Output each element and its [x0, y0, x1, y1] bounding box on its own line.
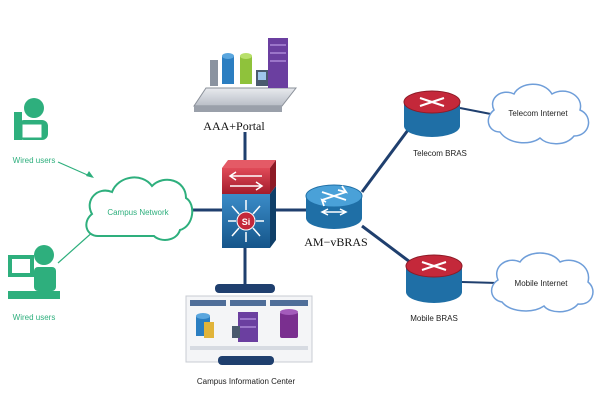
links	[57, 107, 499, 285]
database-icon	[280, 309, 298, 338]
server-rack-icon	[232, 312, 258, 342]
link-vbras-telecom	[360, 129, 410, 193]
cloud-icon	[85, 176, 194, 241]
database-icon	[196, 313, 214, 338]
link-mobile-internet	[461, 281, 499, 284]
user-at-computer-icon	[14, 98, 48, 140]
wired-users-top-label: Wired users	[13, 156, 56, 165]
database-icon	[240, 53, 252, 84]
link-user-top-campus	[57, 161, 93, 178]
am-vbras-label: AM−vBRAS	[304, 235, 367, 249]
telecom-bras-router: Telecom BRAS	[403, 90, 467, 158]
svg-text:Si: Si	[242, 217, 251, 227]
campus-network-cloud: Campus Network	[85, 176, 194, 241]
arrowhead-top	[86, 171, 94, 178]
wired-users-bottom-label: Wired users	[13, 313, 56, 322]
telecom-bras-label: Telecom BRAS	[413, 149, 467, 158]
database-icon	[222, 53, 234, 84]
aaa-portal-label: AAA+Portal	[203, 119, 265, 133]
campus-info-center: Campus Information Center	[185, 284, 313, 386]
mobile-internet-cloud: Mobile Internet	[490, 252, 594, 313]
mobile-bras-router: Mobile BRAS	[405, 254, 463, 323]
cloud-icon	[487, 83, 590, 145]
am-vbras-router: AM−vBRAS	[304, 184, 368, 249]
link-user-bottom-campus	[57, 229, 96, 264]
mobile-bras-label: Mobile BRAS	[410, 314, 458, 323]
telecom-internet-label: Telecom Internet	[508, 109, 568, 118]
layer3-switch-icon: Si	[222, 160, 276, 248]
campus-info-center-label: Campus Information Center	[197, 377, 296, 386]
server-rack-icon	[268, 38, 288, 88]
link-vbras-mobile	[361, 224, 411, 264]
aaa-portal-server: AAA+Portal	[193, 38, 298, 133]
cloud-icon	[490, 252, 594, 313]
telecom-internet-cloud: Telecom Internet	[487, 83, 590, 145]
campus-network-label: Campus Network	[107, 208, 169, 217]
mobile-internet-label: Mobile Internet	[515, 279, 569, 288]
workstation-icon	[256, 70, 268, 86]
user-at-computer-icon	[8, 245, 60, 299]
